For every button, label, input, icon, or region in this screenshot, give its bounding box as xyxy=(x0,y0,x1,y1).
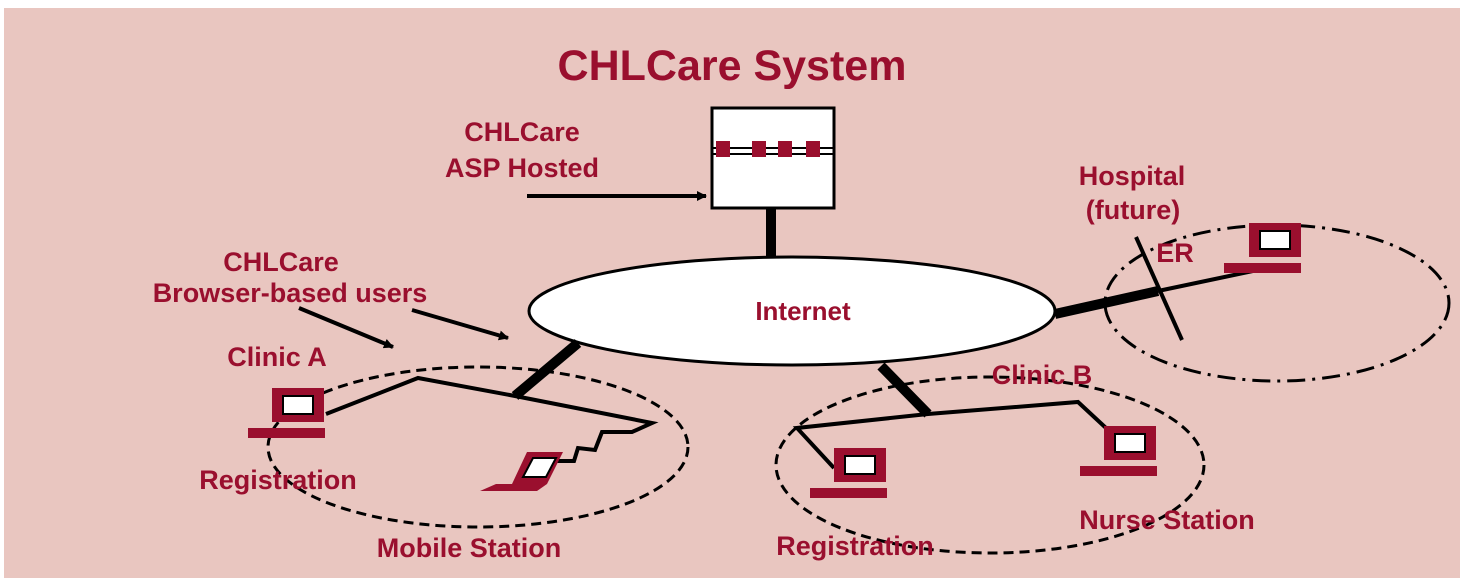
mobile-station-laptop-icon xyxy=(480,452,563,491)
clinic-b-boundary xyxy=(774,375,1206,555)
clinic-a-link xyxy=(511,339,582,400)
clinic-b-registration-computer-icon xyxy=(810,448,887,498)
clinic-b-registration-label: Registration xyxy=(776,531,934,561)
nurse-station-label: Nurse Station xyxy=(1079,505,1255,535)
clinic-b-label: Clinic B xyxy=(992,360,1093,390)
clinic-a-registration-computer-icon xyxy=(248,388,325,438)
server-icon xyxy=(710,106,836,210)
hospital-er-computer-icon xyxy=(1224,223,1301,273)
users-arrow-right xyxy=(411,308,509,341)
clinic-a-label: Clinic A xyxy=(227,342,327,372)
asp-label-line2: ASP Hosted xyxy=(445,153,599,183)
hospital-link xyxy=(1053,286,1160,319)
clinic-a-registration-label: Registration xyxy=(199,465,357,495)
hospital-label-line2: (future) xyxy=(1086,195,1180,225)
diagram-title: CHLCare System xyxy=(558,42,907,90)
mobile-station-label: Mobile Station xyxy=(377,533,562,563)
users-arrow-left xyxy=(298,306,394,349)
clinic-b-network xyxy=(792,399,1108,470)
internet-label: Internet xyxy=(755,296,851,326)
users-label-line1: CHLCare xyxy=(223,247,339,277)
clinic-a-network xyxy=(325,375,659,463)
clinic-a-boundary xyxy=(266,365,690,529)
hospital-label-line1: Hospital xyxy=(1079,161,1186,191)
nurse-station-computer-icon xyxy=(1080,426,1157,476)
er-bus xyxy=(1134,236,1184,341)
clinic-b-link xyxy=(877,362,932,418)
users-label-line2: Browser-based users xyxy=(153,278,428,308)
asp-label-line1: CHLCare xyxy=(464,117,580,147)
er-label: ER xyxy=(1156,238,1194,268)
